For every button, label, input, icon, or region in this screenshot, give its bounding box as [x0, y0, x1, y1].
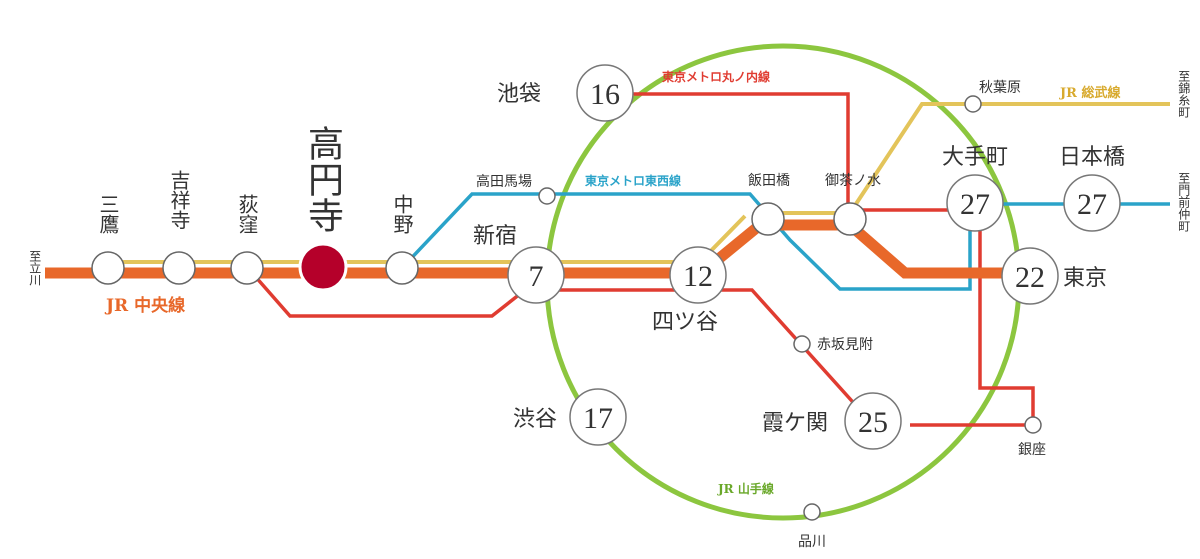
dest-name-tokyo: 東京: [1063, 266, 1107, 291]
minutes-otemachi: 27: [960, 188, 990, 221]
minutes-nihonbashi: 27: [1077, 188, 1107, 221]
label-nakano: 中野: [390, 194, 414, 234]
direction-west: 至立川: [27, 250, 42, 286]
station-akasakamitsuke[interactable]: [793, 335, 811, 353]
station-nakano[interactable]: [385, 251, 419, 285]
minutes-ikebukuro: 16: [590, 78, 620, 111]
dest-circle-otemachi[interactable]: [946, 174, 1004, 232]
label-iidabashi: 飯田橋: [748, 172, 790, 189]
label-mitaka: 三鷹: [96, 194, 120, 234]
label-shinagawa: 品川: [798, 534, 826, 550]
minutes-shinjuku: 7: [529, 260, 544, 293]
station-takadanobaba[interactable]: [538, 187, 556, 205]
label-ginza: 銀座: [1018, 442, 1046, 458]
dest-name-shibuya: 渋谷: [513, 407, 557, 432]
station-shinagawa[interactable]: [803, 503, 821, 521]
sobu-line-label: JR 総武線: [1059, 85, 1121, 101]
label-ochanomizu: 御茶ノ水: [825, 173, 881, 189]
dest-name-ikebukuro: 池袋: [497, 82, 541, 107]
station-ginza[interactable]: [1024, 416, 1042, 434]
minutes-yotsuya: 12: [683, 260, 713, 293]
minutes-tokyo: 22: [1015, 261, 1045, 294]
station-kichijoji[interactable]: [162, 251, 196, 285]
label-takadanobaba: 高田馬場: [476, 173, 532, 190]
label-kichijoji: 吉祥寺: [167, 170, 191, 230]
direction-east-sobu: 至錦糸町: [1176, 70, 1191, 118]
dest-circle-ikebukuro[interactable]: [576, 64, 634, 122]
station-akihabara[interactable]: [964, 95, 982, 113]
marunouchi-line: [245, 92, 1035, 427]
tozai-line-label: 東京メトロ東西線: [585, 173, 681, 188]
station-koenji-marker[interactable]: [298, 242, 348, 292]
dest-name-otemachi: 大手町: [942, 145, 1008, 170]
yamanote-line-label: JR 山手線: [717, 481, 774, 496]
label-akihabara: 秋葉原: [979, 80, 1021, 96]
chuo-line-label: JR 中央線: [104, 295, 185, 316]
station-mitaka[interactable]: [91, 251, 125, 285]
dest-name-yotsuya: 四ツ谷: [652, 310, 718, 335]
dest-circle-shibuya[interactable]: [569, 388, 627, 446]
dest-circle-tokyo[interactable]: [1001, 247, 1059, 305]
minutes-shibuya: 17: [583, 402, 613, 435]
direction-east-tozai: 至門前仲町: [1176, 172, 1191, 232]
station-iidabashi[interactable]: [751, 202, 785, 236]
dest-name-nihonbashi: 日本橋: [1059, 145, 1125, 170]
dest-name-kasumigaseki: 霞ケ関: [762, 411, 828, 436]
marunouchi-line-label: 東京メトロ丸ノ内線: [662, 69, 770, 84]
dest-circle-yotsuya[interactable]: [669, 246, 727, 304]
dest-circle-shinjuku[interactable]: [507, 246, 565, 304]
dest-circle-nihonbashi[interactable]: [1063, 174, 1121, 232]
station-ochanomizu[interactable]: [833, 202, 867, 236]
dest-circle-kasumigaseki[interactable]: [844, 392, 902, 450]
label-koenji: 高円寺: [302, 125, 343, 233]
label-ogikubo: 荻窪: [235, 194, 259, 234]
label-akasakamitsuke: 赤坂見附: [817, 337, 873, 353]
dest-name-shinjuku: 新宿: [473, 224, 517, 249]
minutes-kasumigaseki: 25: [858, 406, 888, 439]
station-ogikubo[interactable]: [230, 251, 264, 285]
